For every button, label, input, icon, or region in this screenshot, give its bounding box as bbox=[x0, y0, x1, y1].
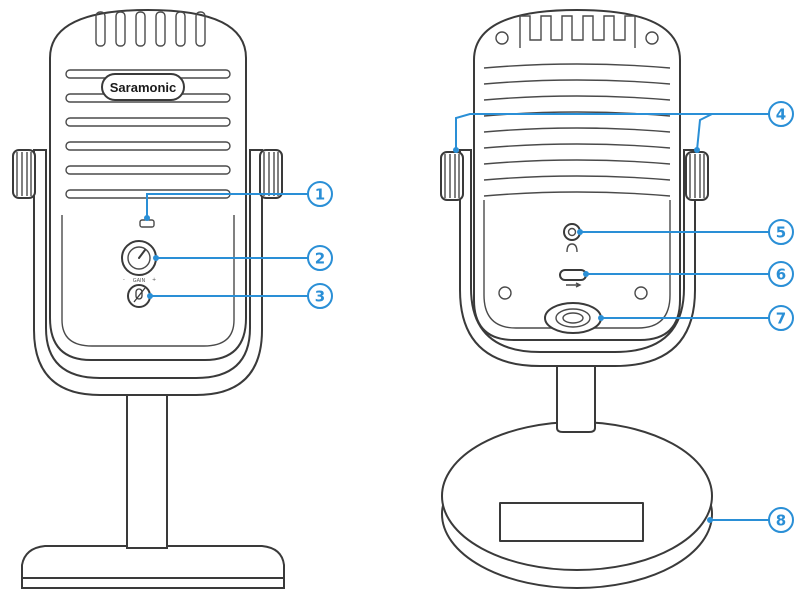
callout-3: 3 bbox=[147, 283, 333, 309]
callout-6: 6 bbox=[583, 261, 794, 287]
threaded-mount bbox=[544, 302, 602, 334]
callout-7-label: 7 bbox=[776, 310, 786, 328]
callout-4-label: 4 bbox=[776, 106, 786, 124]
back-stand-base bbox=[441, 421, 713, 589]
front-left-knob bbox=[12, 149, 36, 199]
callout-4: 4 bbox=[453, 101, 794, 153]
gain-knob-max-label: + bbox=[152, 277, 156, 283]
callout-8-label: 8 bbox=[776, 512, 786, 530]
brand-logo-badge: Saramonic bbox=[101, 73, 185, 101]
gain-knob-min-label: - bbox=[123, 277, 125, 283]
callout-7: 7 bbox=[598, 305, 794, 331]
back-screw-holes bbox=[498, 286, 648, 300]
front-stand-pole bbox=[126, 391, 168, 549]
headphone-jack bbox=[563, 223, 581, 253]
mute-button bbox=[127, 284, 151, 308]
callout-6-label: 6 bbox=[776, 266, 786, 284]
callout-1: 1 bbox=[144, 181, 333, 221]
front-right-knob bbox=[259, 149, 283, 199]
front-mic-body bbox=[49, 8, 247, 361]
front-stand-base bbox=[21, 545, 285, 589]
callout-5-label: 5 bbox=[776, 224, 786, 242]
back-right-knob bbox=[685, 151, 709, 201]
callout-2-label: 2 bbox=[315, 250, 325, 268]
headphone-icon bbox=[566, 243, 578, 253]
callout-2: 2 bbox=[153, 245, 333, 271]
back-left-knob bbox=[440, 151, 464, 201]
brand-logo-text: Saramonic bbox=[110, 80, 176, 95]
callouts: 1 2 3 4 5 bbox=[144, 101, 794, 533]
front-view: Saramonic - GAIN + bbox=[12, 8, 285, 589]
back-view bbox=[440, 8, 713, 589]
back-stand-pole bbox=[556, 351, 596, 433]
back-top-grille bbox=[495, 15, 659, 48]
callout-1-label: 1 bbox=[315, 186, 325, 204]
back-mic-body bbox=[473, 8, 681, 341]
front-yoke bbox=[33, 149, 263, 396]
front-top-grille bbox=[95, 11, 206, 47]
callout-3-label: 3 bbox=[315, 288, 325, 306]
callout-5: 5 bbox=[577, 219, 794, 245]
callout-8: 8 bbox=[707, 507, 794, 533]
gain-knob-mid-label: GAIN bbox=[133, 278, 146, 284]
usb-icon bbox=[566, 282, 582, 288]
usb-c-port bbox=[559, 269, 587, 288]
